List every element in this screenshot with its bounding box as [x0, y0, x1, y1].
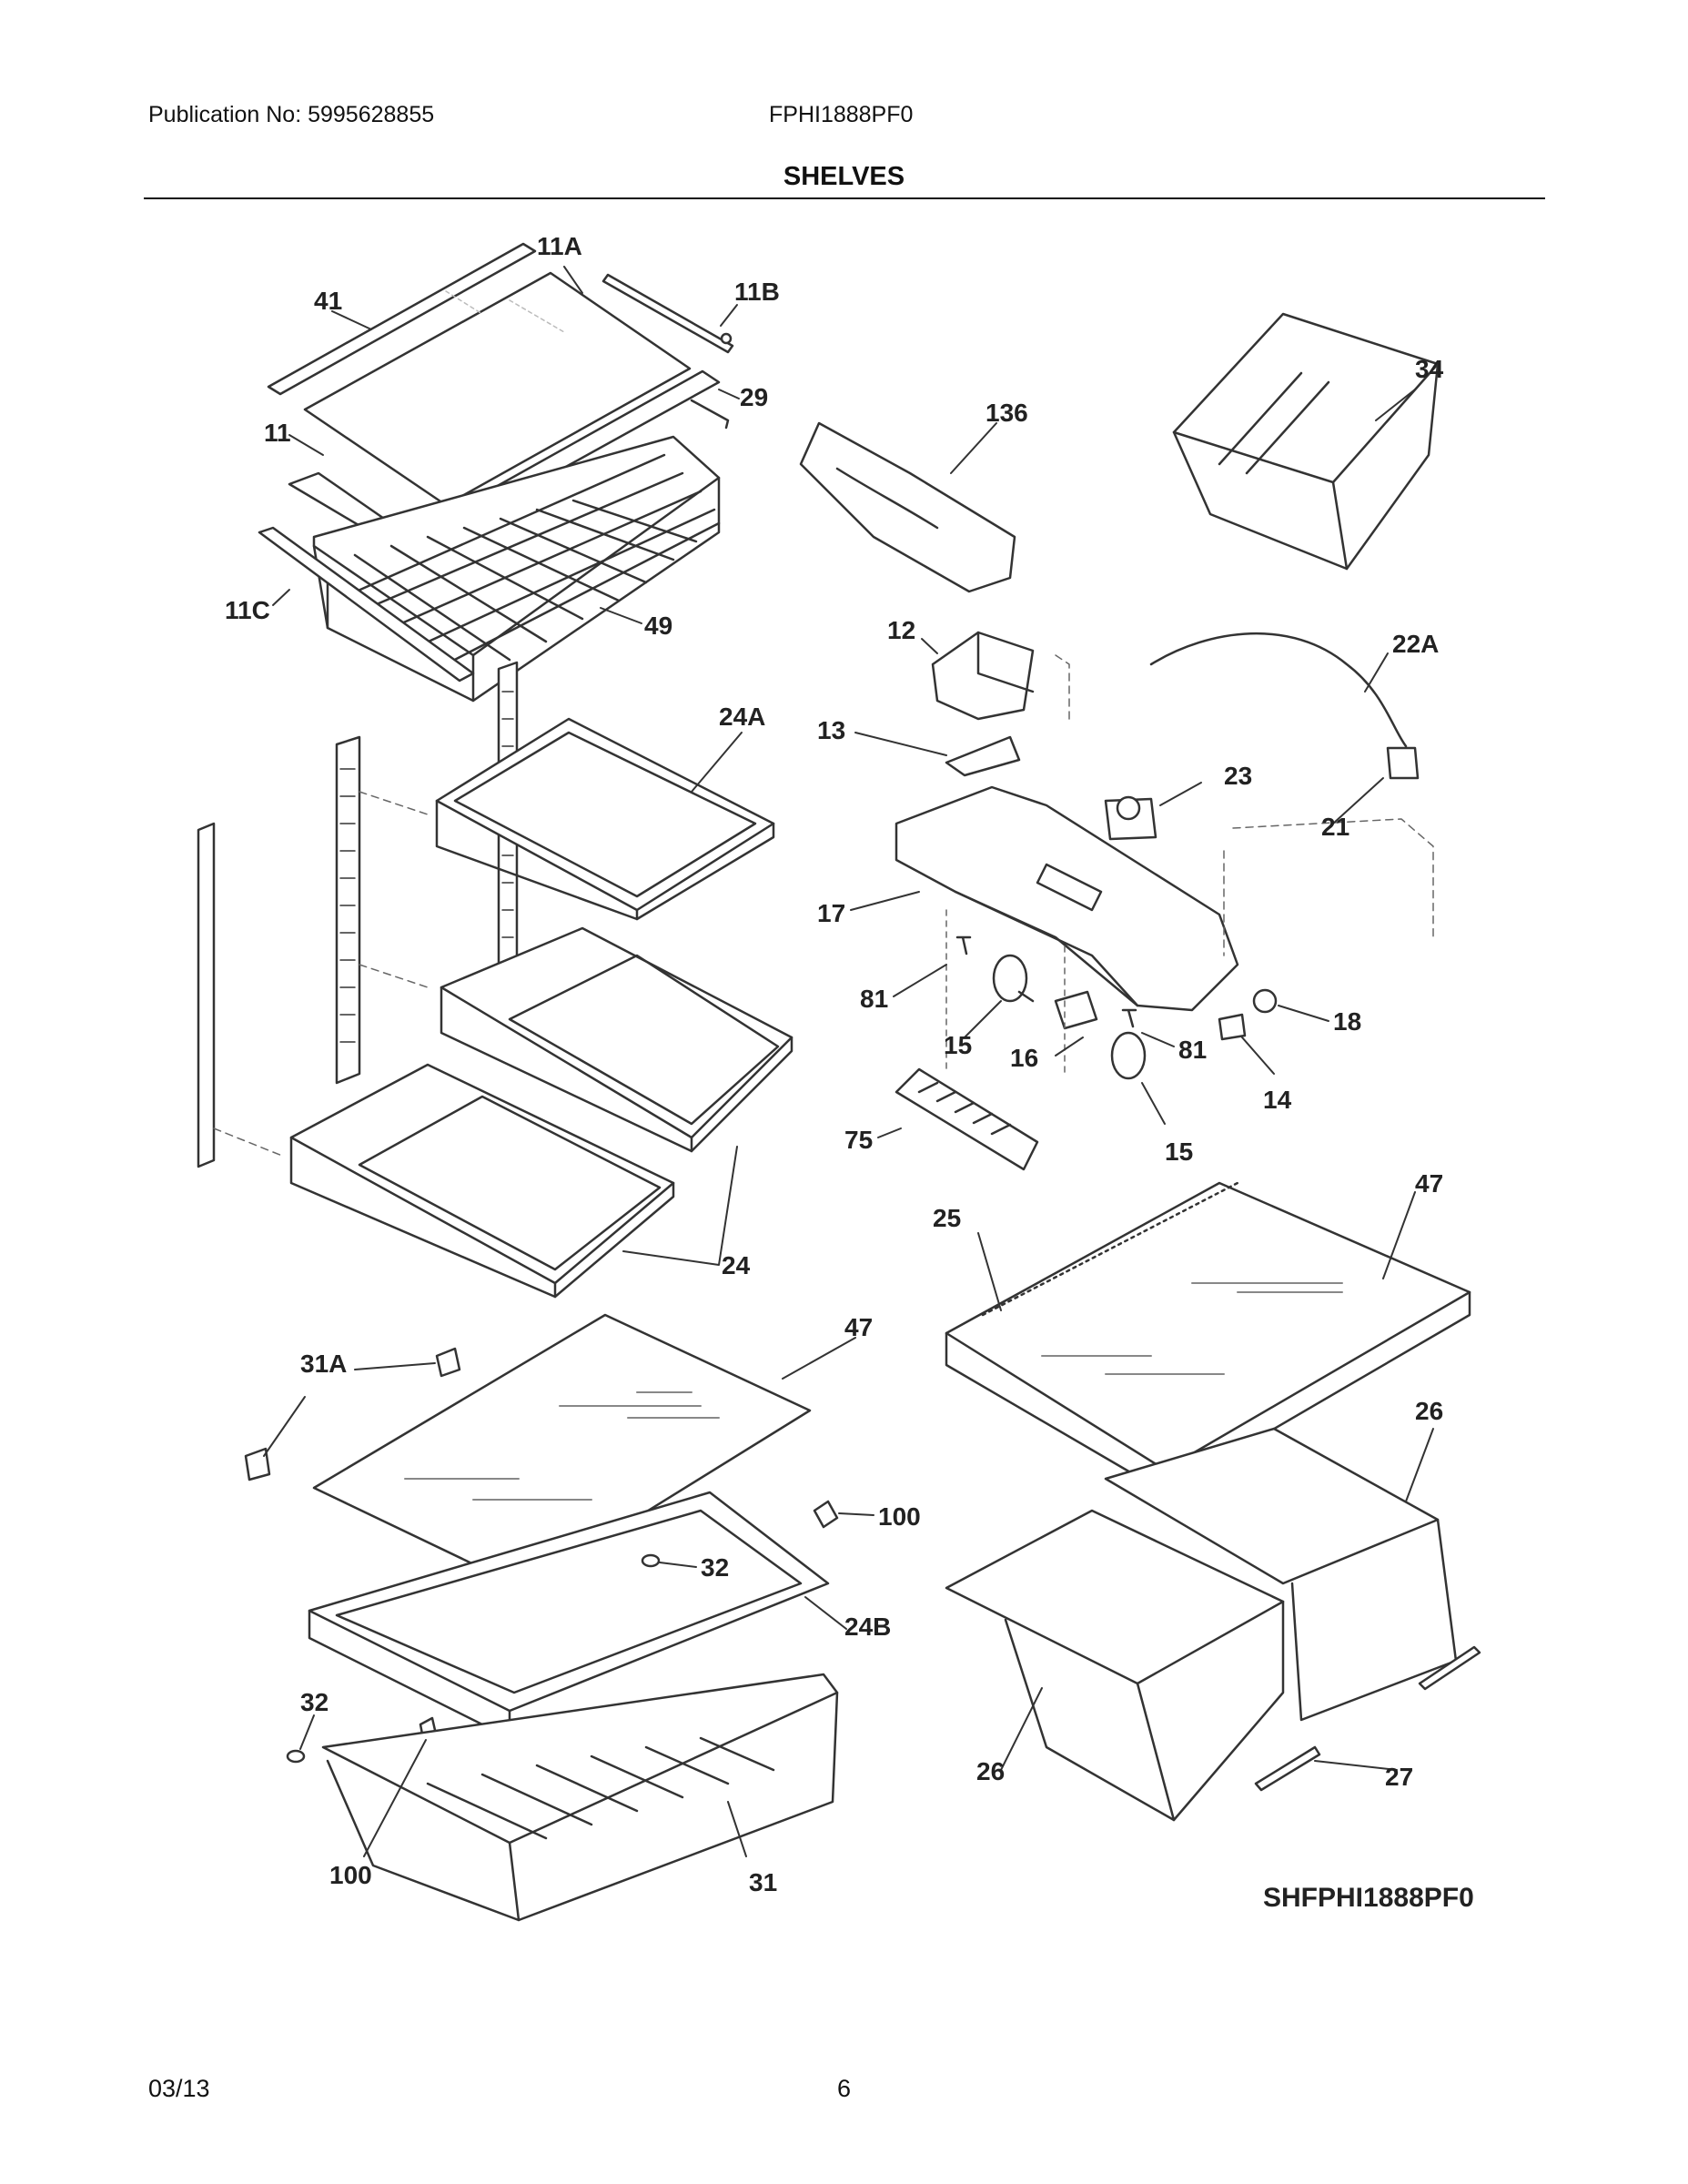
callout-16: 16 — [1010, 1044, 1038, 1072]
trim-strip-41 — [267, 242, 537, 396]
crisper-pan-31 — [321, 1673, 839, 1922]
page-title: SHELVES — [783, 162, 905, 191]
screw-81-b — [1121, 1008, 1137, 1028]
callout-100-lower: 100 — [329, 1861, 372, 1889]
front-ladder-rail — [197, 822, 216, 1168]
bulb-15-b — [1110, 1031, 1147, 1080]
timer-23 — [1104, 795, 1157, 841]
callout-17: 17 — [817, 899, 845, 927]
callout-11: 11 — [264, 419, 291, 447]
callout-32-upper: 32 — [701, 1553, 729, 1582]
guide-lines-lamp — [945, 909, 1066, 1075]
crisper-cover-25 — [945, 1181, 1471, 1494]
spacer-136 — [799, 421, 1016, 593]
diffuser-13 — [945, 735, 1021, 777]
shelf-24-lower — [289, 1063, 675, 1299]
callout-25: 25 — [933, 1204, 961, 1232]
callout-47-left: 47 — [844, 1313, 873, 1341]
leader-lines — [263, 266, 1434, 1857]
callout-14: 14 — [1263, 1086, 1292, 1114]
callout-21: 21 — [1321, 813, 1349, 841]
callout-15-upper: 15 — [944, 1031, 972, 1059]
title-rule — [144, 197, 1545, 199]
wire-basket-49 — [312, 435, 721, 703]
glass-panel-47-left — [312, 1313, 812, 1590]
callout-13: 13 — [817, 716, 845, 744]
crisper-bin-26-back — [1104, 1427, 1458, 1722]
callout-22a: 22A — [1392, 630, 1439, 658]
rail-11b — [601, 273, 734, 354]
callout-100-upper: 100 — [878, 1502, 921, 1531]
light-shield-75 — [895, 1067, 1039, 1171]
callout-34: 34 — [1415, 355, 1444, 383]
guide-lines-left — [213, 791, 429, 1157]
callout-75: 75 — [844, 1126, 873, 1154]
callout-81-left: 81 — [860, 985, 888, 1013]
callout-31: 31 — [749, 1868, 777, 1896]
callout-41: 41 — [314, 287, 342, 315]
callout-136: 136 — [986, 399, 1028, 427]
pad-32-a — [641, 1553, 661, 1568]
glass-panel-11a — [303, 271, 692, 507]
control-housing-17 — [895, 785, 1239, 1012]
callout-29: 29 — [740, 383, 768, 411]
callout-24a: 24A — [719, 703, 765, 731]
socket-16 — [1054, 990, 1098, 1030]
callout-31a: 31A — [300, 1350, 347, 1378]
callout-11b: 11B — [734, 278, 780, 306]
shelf-24a — [435, 717, 775, 921]
crisper-bin-34 — [1172, 312, 1440, 571]
callout-32-lower: 32 — [300, 1688, 329, 1716]
model-number: FPHI1888PF0 — [769, 102, 914, 127]
callout-24: 24 — [722, 1251, 751, 1279]
callout-49: 49 — [644, 612, 672, 640]
knob-18 — [1252, 988, 1278, 1014]
callout-12: 12 — [887, 616, 915, 644]
callout-15-lower: 15 — [1165, 1138, 1193, 1166]
glass-panel-47-right — [1041, 1282, 1343, 1375]
switch-21 — [1386, 746, 1420, 780]
publication-number: Publication No: 5995628855 — [148, 102, 435, 127]
callout-27: 27 — [1385, 1763, 1413, 1791]
bumper-100-a — [813, 1500, 839, 1529]
callout-23: 23 — [1224, 762, 1252, 790]
mid-ladder-rail — [335, 735, 361, 1085]
slide-27-lower — [1254, 1745, 1321, 1792]
page-number: 6 — [837, 2075, 852, 2102]
wire-harness-22a — [1149, 632, 1408, 748]
rail-11c — [258, 526, 475, 682]
callout-26-upper: 26 — [1415, 1397, 1443, 1425]
pad-32-b — [286, 1749, 306, 1764]
diagram-code: SHFPHI1888PF0 — [1263, 1883, 1474, 1913]
bulb-15-a — [992, 954, 1035, 1003]
shelf-24-upper — [440, 926, 793, 1153]
guide-lines-right — [1055, 654, 1434, 956]
clip-31a-upper — [435, 1347, 461, 1378]
callout-11c: 11C — [225, 596, 270, 624]
callout-18: 18 — [1333, 1007, 1361, 1036]
slide-27-upper — [1418, 1645, 1481, 1691]
callout-47-right: 47 — [1415, 1169, 1443, 1198]
callout-81-right: 81 — [1178, 1036, 1207, 1064]
callout-24b: 24B — [844, 1613, 891, 1641]
screw-81-a — [955, 935, 972, 956]
switch-14 — [1218, 1013, 1247, 1041]
footer-date: 03/13 — [148, 2075, 210, 2102]
cup-12 — [931, 631, 1035, 721]
callout-11a: 11A — [537, 232, 582, 260]
callout-26-lower: 26 — [976, 1757, 1005, 1785]
